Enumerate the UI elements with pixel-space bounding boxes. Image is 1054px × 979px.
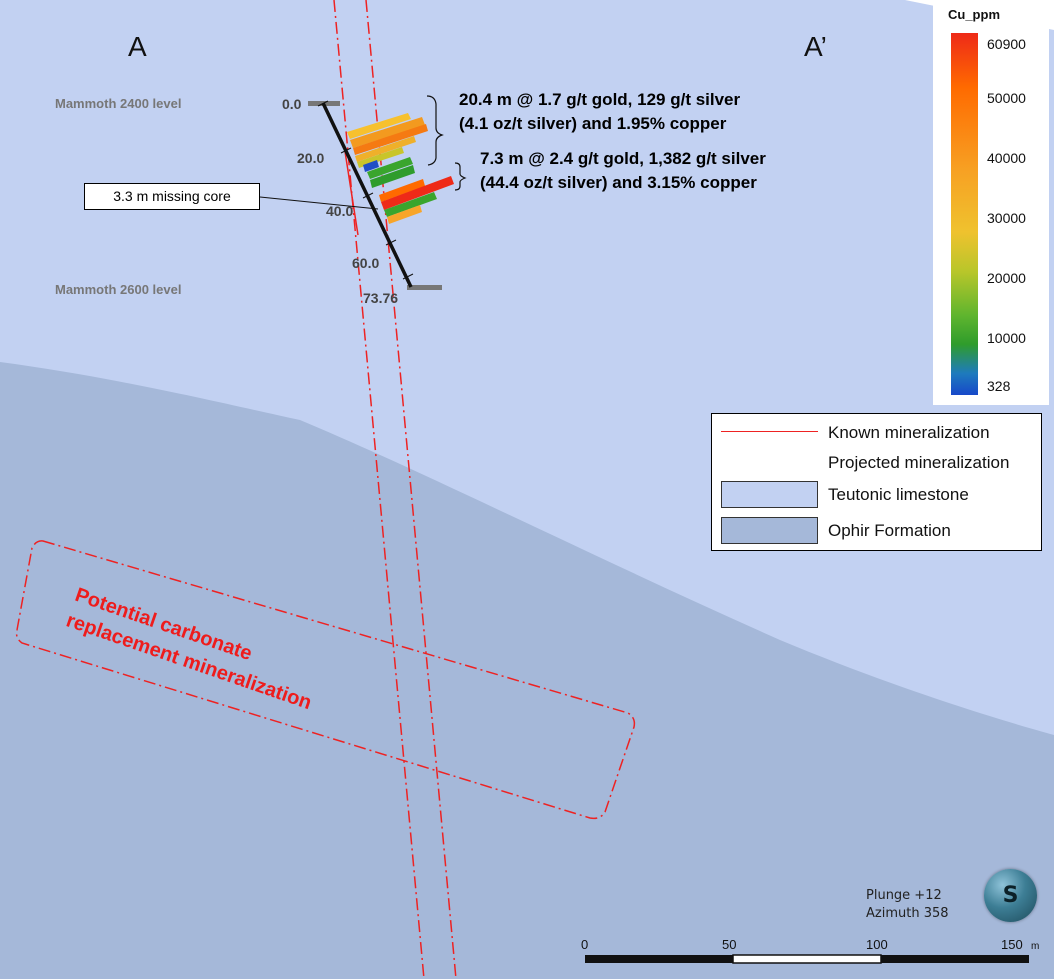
depth-label: 0.0 (282, 96, 302, 112)
scalebar-tick: 150 (1001, 937, 1023, 952)
compass-globe-icon: S (984, 869, 1037, 922)
legend-item-projected: Projected mineralization (712, 446, 1041, 478)
teutonic-swatch (721, 481, 818, 508)
assay-bars (347, 113, 454, 224)
legend-label: Known mineralization (828, 423, 990, 442)
depth-label: 40.0 (326, 203, 354, 219)
colorbar-tick: 328 (987, 378, 1011, 394)
depth-label: 20.0 (297, 150, 325, 166)
colorbar-tick: 50000 (987, 90, 1026, 106)
map-legend: Known mineralization Projected mineraliz… (711, 413, 1042, 551)
cu-colorbar: Cu_ppm 60900 50000 40000 30000 20000 100… (933, 0, 1049, 405)
scalebar-tick: 100 (866, 937, 888, 952)
ophir-swatch (721, 517, 818, 544)
depth-label: 60.0 (352, 255, 380, 271)
depth-ticks (317, 100, 414, 280)
colorbar-tick: 60900 (987, 36, 1026, 52)
assay-bar (350, 117, 425, 148)
intercept-annotation-upper: 20.4 m @ 1.7 g/t gold, 129 g/t silver (4… (459, 88, 740, 136)
section-end-label: A’ (804, 31, 827, 62)
legend-label: Teutonic limestone (828, 485, 969, 504)
legend-item-ophir: Ophir Formation (712, 514, 1041, 546)
assay-bar (379, 179, 425, 202)
intercept-annotation-lower: 7.3 m @ 2.4 g/t gold, 1,382 g/t silver (… (480, 147, 766, 195)
assay-bar (370, 165, 415, 188)
intercept-line: 7.3 m @ 2.4 g/t gold, 1,382 g/t silver (480, 149, 766, 168)
view-orientation: Plunge +12 Azimuth 358 (866, 887, 949, 923)
assay-bar (347, 113, 411, 139)
assay-bar (357, 147, 404, 168)
intercept-brace-upper (426, 95, 444, 166)
assay-bar (381, 176, 454, 210)
legend-item-teutonic: Teutonic limestone (712, 478, 1041, 510)
plunge-label: Plunge +12 (866, 888, 942, 903)
section-start-label: A (128, 31, 147, 62)
target-zone-outline (15, 540, 636, 820)
assay-bar (387, 205, 422, 224)
known-mineralization-line (343, 144, 359, 236)
colorbar-tick: 30000 (987, 210, 1026, 226)
missing-core-callout: 3.3 m missing core (84, 183, 260, 210)
legend-label: Ophir Formation (828, 521, 951, 540)
assay-bar (353, 124, 428, 155)
scale-bar (585, 954, 1029, 964)
solid-line-symbol (721, 431, 818, 432)
drillhole-trace (321, 102, 413, 288)
colorbar-title: Cu_ppm (948, 7, 1000, 22)
intercept-line: (44.4 oz/t silver) and 3.15% copper (480, 173, 757, 192)
colorbar-tick: 40000 (987, 150, 1026, 166)
level-label-2600: Mammoth 2600 level (55, 282, 182, 297)
colorbar-gradient (951, 33, 978, 395)
intercept-brace-lower (454, 162, 467, 191)
assay-bar (355, 136, 416, 162)
projected-mineralization-line-east (365, 0, 457, 979)
scalebar-unit: m (1031, 941, 1040, 952)
legend-item-known: Known mineralization (712, 416, 1041, 448)
compass-letter: S (1002, 883, 1019, 908)
intercept-line: 20.4 m @ 1.7 g/t gold, 129 g/t silver (459, 90, 741, 109)
callout-leader (259, 196, 379, 210)
level-label-2400: Mammoth 2400 level (55, 96, 182, 111)
depth-label: 73.76 (363, 290, 399, 306)
level-marker-2600 (407, 285, 442, 290)
projected-mineralization-line-west (333, 0, 425, 979)
legend-label: Projected mineralization (828, 453, 1010, 472)
ophir-formation-unit (0, 362, 1054, 979)
assay-bar (367, 157, 413, 179)
colorbar-tick: 20000 (987, 270, 1026, 286)
colorbar-tick: 10000 (987, 330, 1026, 346)
assay-bar (363, 160, 379, 172)
assay-bar (384, 192, 437, 217)
intercept-line: (4.1 oz/t silver) and 1.95% copper (459, 114, 727, 133)
scalebar-tick: 0 (581, 937, 589, 952)
azimuth-label: Azimuth 358 (866, 906, 949, 921)
scalebar-tick: 50 (722, 937, 737, 952)
